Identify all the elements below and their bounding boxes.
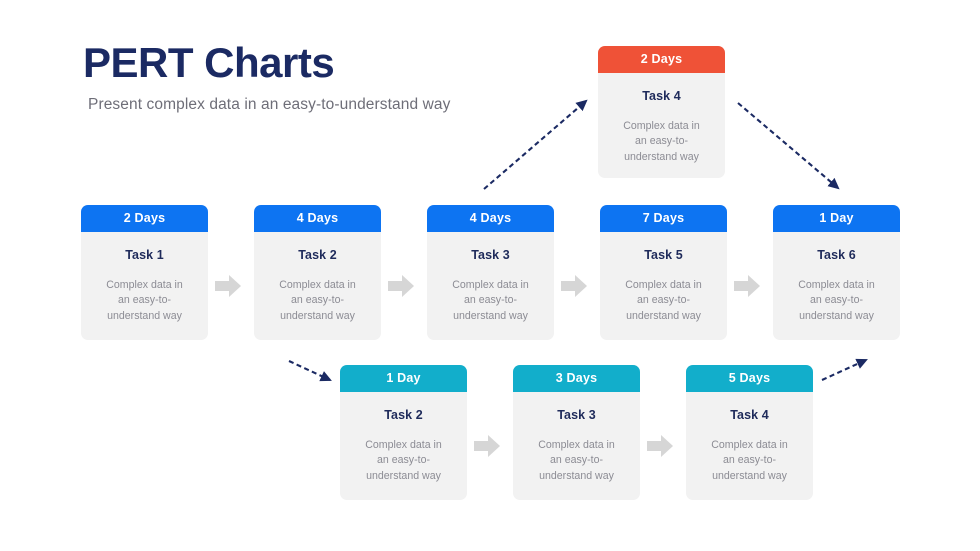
card-task-title: Task 1 bbox=[125, 248, 164, 262]
card-duration-badge: 7 Days bbox=[600, 205, 727, 232]
dashed-arrow-task3-to-task4-top bbox=[483, 99, 588, 190]
card-description: Complex data in an easy-to- understand w… bbox=[106, 279, 183, 322]
card-task-title: Task 5 bbox=[644, 248, 683, 262]
block-arrow-icon-task2-task3 bbox=[388, 275, 414, 297]
card-description: Complex data in an easy-to- understand w… bbox=[625, 279, 702, 322]
card-main-task5[interactable]: 7 Days Task 5 Complex data in an easy-to… bbox=[600, 205, 727, 340]
card-task-title: Task 2 bbox=[298, 248, 337, 262]
card-duration-badge: 2 Days bbox=[598, 46, 725, 73]
card-bottom-task3[interactable]: 3 Days Task 3 Complex data in an easy-to… bbox=[513, 365, 640, 500]
card-top-task4[interactable]: 2 Days Task 4 Complex data in an easy-to… bbox=[598, 46, 725, 178]
card-description: Complex data in an easy-to- understand w… bbox=[538, 439, 615, 482]
block-arrow-icon-bottom-task3-task4 bbox=[647, 435, 673, 457]
card-main-task2[interactable]: 4 Days Task 2 Complex data in an easy-to… bbox=[254, 205, 381, 340]
card-task-title: Task 4 bbox=[730, 408, 769, 422]
block-arrow-icon-task3-task5 bbox=[561, 275, 587, 297]
card-task-title: Task 3 bbox=[557, 408, 596, 422]
card-task-title: Task 6 bbox=[817, 248, 856, 262]
block-arrow-icon-bottom-task2-task3 bbox=[474, 435, 500, 457]
card-description: Complex data in an easy-to- understand w… bbox=[711, 439, 788, 482]
card-duration-badge: 1 Day bbox=[773, 205, 900, 232]
card-duration-badge: 3 Days bbox=[513, 365, 640, 392]
card-description: Complex data in an easy-to- understand w… bbox=[623, 120, 700, 163]
card-duration-badge: 5 Days bbox=[686, 365, 813, 392]
card-duration-badge: 4 Days bbox=[254, 205, 381, 232]
block-arrow-icon-task5-task6 bbox=[734, 275, 760, 297]
card-main-task3[interactable]: 4 Days Task 3 Complex data in an easy-to… bbox=[427, 205, 554, 340]
card-task-title: Task 4 bbox=[642, 89, 681, 103]
block-arrow-icon-task1-task2 bbox=[215, 275, 241, 297]
dashed-arrow-task2-to-bottom-branch bbox=[288, 360, 332, 382]
card-bottom-task4[interactable]: 5 Days Task 4 Complex data in an easy-to… bbox=[686, 365, 813, 500]
card-duration-badge: 2 Days bbox=[81, 205, 208, 232]
card-description: Complex data in an easy-to- understand w… bbox=[798, 279, 875, 322]
card-description: Complex data in an easy-to- understand w… bbox=[279, 279, 356, 322]
card-main-task6[interactable]: 1 Day Task 6 Complex data in an easy-to-… bbox=[773, 205, 900, 340]
card-description: Complex data in an easy-to- understand w… bbox=[452, 279, 529, 322]
card-bottom-task2[interactable]: 1 Day Task 2 Complex data in an easy-to-… bbox=[340, 365, 467, 500]
dashed-arrow-bottom-branch-to-task6 bbox=[821, 358, 868, 381]
card-task-title: Task 2 bbox=[384, 408, 423, 422]
page-title: PERT Charts bbox=[83, 39, 335, 86]
card-duration-badge: 1 Day bbox=[340, 365, 467, 392]
card-duration-badge: 4 Days bbox=[427, 205, 554, 232]
card-task-title: Task 3 bbox=[471, 248, 510, 262]
dashed-arrow-task4-top-to-task6 bbox=[737, 102, 840, 190]
card-description: Complex data in an easy-to- understand w… bbox=[365, 439, 442, 482]
card-main-task1[interactable]: 2 Days Task 1 Complex data in an easy-to… bbox=[81, 205, 208, 340]
page-subtitle: Present complex data in an easy-to-under… bbox=[88, 96, 451, 113]
